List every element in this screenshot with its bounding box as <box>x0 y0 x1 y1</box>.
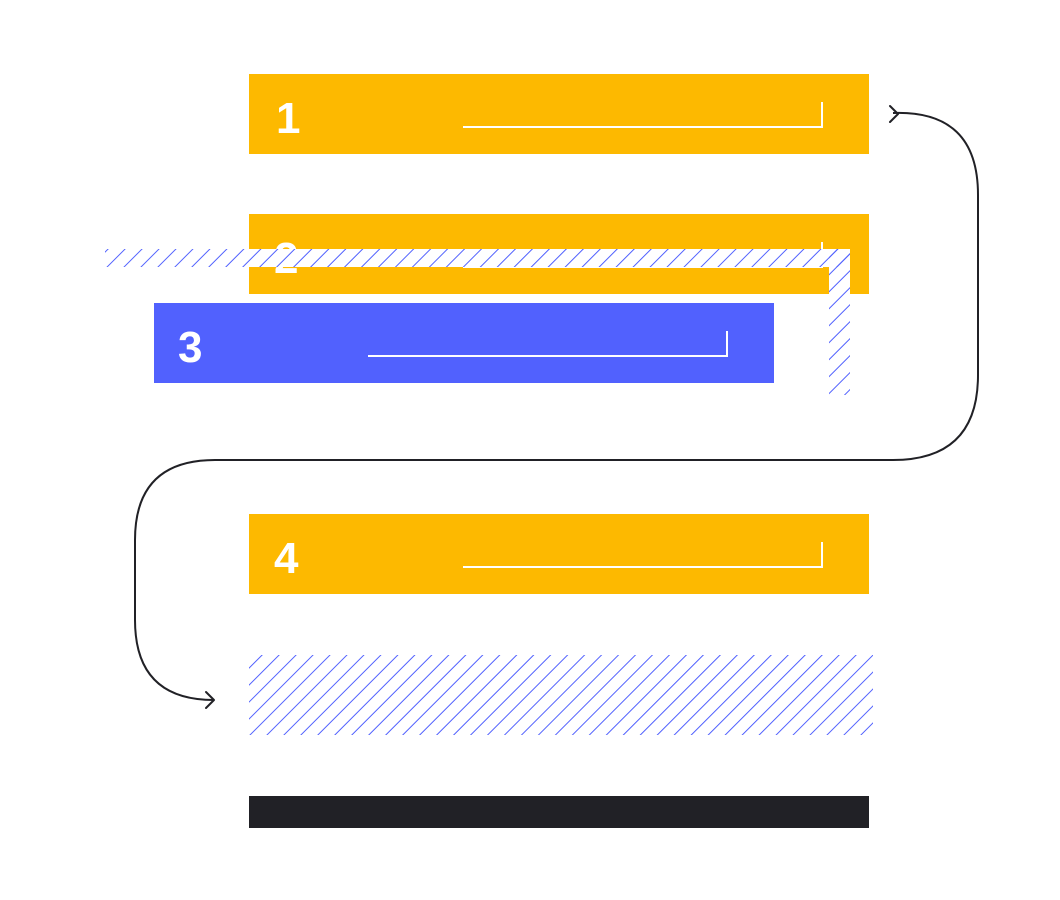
footer-bar <box>249 796 869 828</box>
card-4-content-line <box>463 542 823 568</box>
connector-card1-to-card4 <box>215 111 979 461</box>
card-4[interactable]: 4 <box>249 514 869 594</box>
card-1-background <box>249 74 869 154</box>
connector-arrowhead-top-icon <box>889 105 899 123</box>
connector-card4-to-placeholder <box>134 459 216 701</box>
card-3-number: 3 <box>178 323 202 372</box>
drop-placeholder[interactable] <box>249 655 873 735</box>
card-1[interactable]: 1 <box>249 74 869 154</box>
card-1-number: 1 <box>276 94 300 143</box>
card-3-content-line <box>368 331 728 357</box>
card-3-drag-outline <box>105 249 850 395</box>
card-1-content-line <box>463 102 823 128</box>
connector-arrowhead-bottom-icon <box>205 691 215 709</box>
card-4-background <box>249 514 869 594</box>
card-4-number: 4 <box>274 534 299 583</box>
card-3-background <box>154 303 774 383</box>
card-3[interactable]: 3 <box>154 303 774 383</box>
